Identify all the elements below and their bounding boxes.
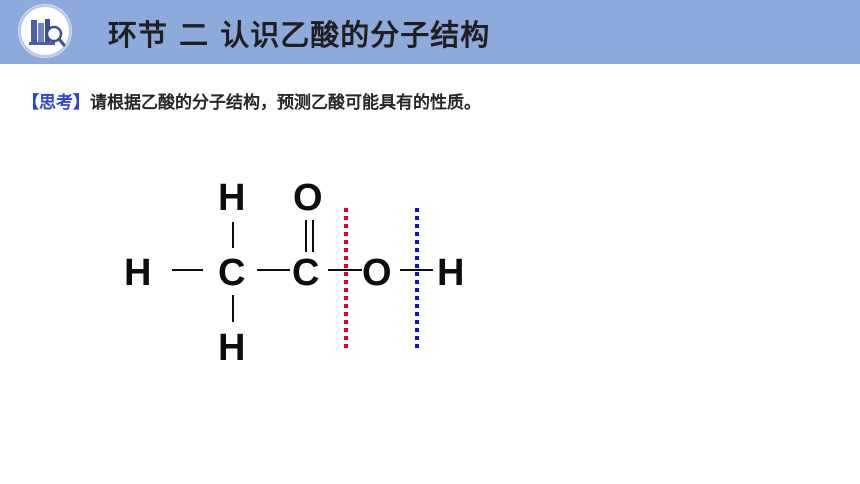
- atom-c1: C: [218, 252, 245, 294]
- atom-c2: C: [292, 252, 319, 294]
- atom-h-right: H: [437, 252, 464, 294]
- prompt-line: 【思考】请根据乙酸的分子结构，预测乙酸可能具有的性质。: [22, 88, 481, 113]
- prompt-tag: 【思考】: [22, 93, 90, 113]
- atom-h-left: H: [124, 252, 151, 294]
- atom-h-top: H: [218, 177, 245, 219]
- header-bar: [0, 0, 860, 64]
- atom-h-bottom: H: [218, 327, 245, 369]
- prompt-text: 请根据乙酸的分子结构，预测乙酸可能具有的性质。: [90, 93, 481, 113]
- atom-o-top: O: [293, 177, 323, 219]
- section-title: 环节 二 认识乙酸的分子结构: [108, 18, 491, 52]
- atom-o-mid: O: [362, 252, 392, 294]
- books-magnifier-icon: [18, 4, 72, 58]
